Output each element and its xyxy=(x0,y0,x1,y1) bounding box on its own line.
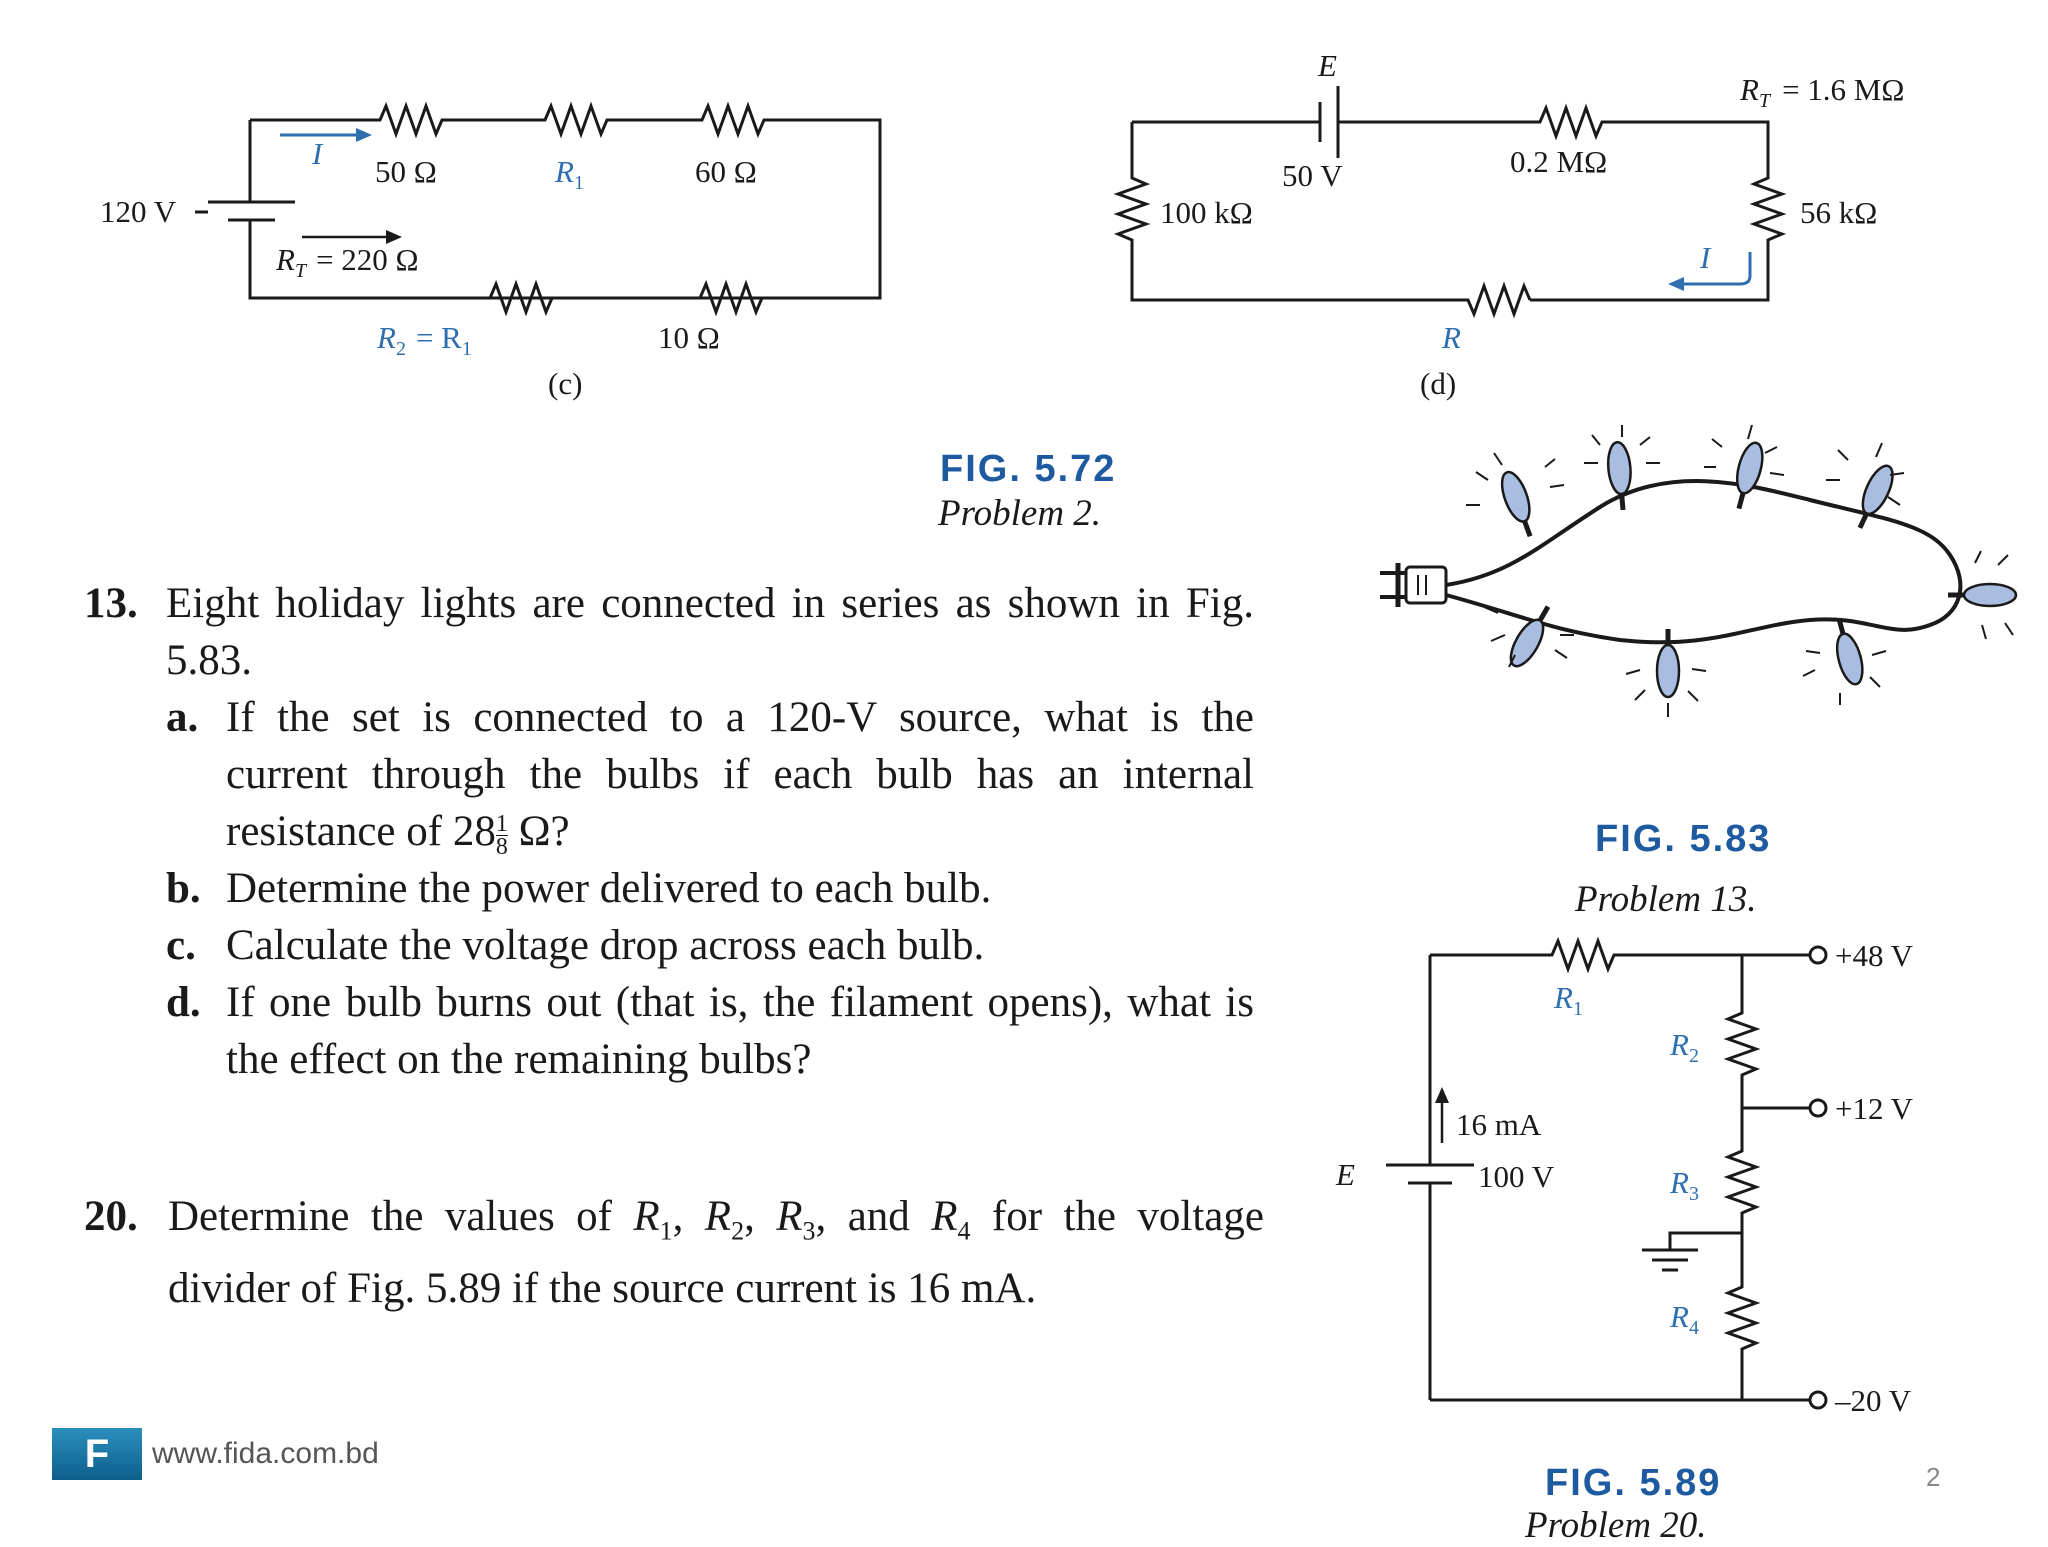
vd-r4-label: R4 xyxy=(1669,1299,1699,1339)
circuit-d-r56k: 56 kΩ xyxy=(1800,195,1877,230)
holiday-lights-figure xyxy=(1380,425,2018,717)
vd-v48: +48 V xyxy=(1835,938,1914,973)
fida-logo: F xyxy=(52,1428,142,1480)
voltage-divider-circuit: R1 R2 R3 R4 +48 V +12 V –20 V 16 mA E 10… xyxy=(1335,936,1914,1418)
circuit-c-current-label: I xyxy=(311,136,324,171)
bulb-icon xyxy=(1735,441,1764,510)
light-rays xyxy=(1466,425,2014,717)
vd-source-val: 100 V xyxy=(1478,1159,1555,1194)
circuit-d-current-label: I xyxy=(1699,240,1712,275)
circuit-d-battery xyxy=(1318,86,1340,158)
circuit-c-top-wire xyxy=(250,101,882,300)
fig-583-subtitle: Problem 13. xyxy=(1575,879,1757,920)
circuit-c-r60: 60 Ω xyxy=(695,154,757,189)
circuit-d-source-val: 50 V xyxy=(1282,158,1343,193)
problem-20: 20. Determine the values of R1, R2, R3, … xyxy=(84,1188,1264,1317)
problem-20-text: Determine the values of R1, R2, R3, and … xyxy=(168,1193,1264,1312)
circuit-c-current-arrow xyxy=(280,128,372,142)
circuit-d-rt-label: RT= 1.6 MΩ xyxy=(1739,72,1904,112)
circuit-c-rt-arrow xyxy=(302,230,402,244)
vd-current-arrow xyxy=(1435,1087,1449,1143)
problem-13-part-c: c. Calculate the voltage drop across eac… xyxy=(166,922,985,969)
fig-589-title: FIG. 5.89 xyxy=(1545,1462,1722,1504)
vd-e-label: E xyxy=(1335,1157,1355,1192)
circuit-d-e-label: E xyxy=(1317,48,1337,83)
vd-vneg20: –20 V xyxy=(1834,1383,1912,1418)
vd-top-wire xyxy=(1430,936,1810,974)
bulb-icon xyxy=(1606,440,1632,511)
fig-589-subtitle: Problem 20. xyxy=(1525,1505,1707,1546)
vd-r2-label: R2 xyxy=(1669,1027,1699,1067)
circuit-c-r1: R1 xyxy=(554,154,584,194)
circuit-c-r2-label: R2= R1 xyxy=(376,320,472,360)
bulb-icon xyxy=(1948,582,2018,608)
circuit-d-top-wire xyxy=(1132,103,1787,302)
circuit-c-caption: (c) xyxy=(548,366,582,401)
circuit-d-current-arrow xyxy=(1668,252,1752,291)
bulb-icon xyxy=(1655,629,1681,699)
footer-url[interactable]: www.fida.com.bd xyxy=(152,1437,379,1470)
problem-13-intro: Eight holiday lights are connected in se… xyxy=(166,580,1254,684)
plug-icon xyxy=(1380,563,1448,607)
problem-13-part-b: b. Determine the power delivered to each… xyxy=(166,865,992,912)
vd-r3-label: R3 xyxy=(1669,1165,1699,1205)
problem-13: 13. Eight holiday lights are connected i… xyxy=(84,575,1254,1088)
bulb-icon xyxy=(1835,617,1864,686)
circuit-d: E 50 V 0.2 MΩ RT= 1.6 MΩ 100 kΩ 56 kΩ I … xyxy=(1113,48,1904,401)
circuit-c-rt-label: RT= 220 Ω xyxy=(275,242,419,282)
bulbs xyxy=(1500,440,2018,699)
fig-572-subtitle: Problem 2. xyxy=(938,493,1102,534)
circuit-c-r50: 50 Ω xyxy=(375,154,437,189)
problem-20-number: 20. xyxy=(84,1193,138,1240)
fig-572-title: FIG. 5.72 xyxy=(940,448,1117,490)
page-number: 2 xyxy=(1926,1462,1941,1492)
circuit-d-r-label: R xyxy=(1441,320,1461,355)
bulb-icon xyxy=(1857,464,1894,529)
circuit-c-r10: 10 Ω xyxy=(658,320,720,355)
ground-icon xyxy=(1642,1231,1742,1272)
problem-13-number: 13. xyxy=(84,580,138,627)
vd-r1-label: R1 xyxy=(1553,980,1583,1020)
circuit-d-caption: (d) xyxy=(1420,366,1456,401)
problem-13-part-a: a. If the set is connected to a 120-V so… xyxy=(166,694,1254,860)
circuit-c-battery xyxy=(208,200,295,222)
bulb-icon xyxy=(1509,605,1551,668)
circuit-c-source-label: 120 V xyxy=(100,194,177,229)
vd-v12: +12 V xyxy=(1835,1091,1914,1126)
footer: F www.fida.com.bd xyxy=(52,1428,379,1480)
circuit-d-bottom-wire xyxy=(1113,122,1532,319)
vd-right-rail xyxy=(1723,955,1761,1400)
circuit-c-bottom-wire xyxy=(248,220,765,317)
light-string-cord xyxy=(1445,479,1963,645)
problem-13-part-d: d. If one bulb burns out (that is, the f… xyxy=(166,979,1254,1083)
fig-583-title: FIG. 5.83 xyxy=(1595,818,1772,860)
vd-battery xyxy=(1386,1163,1474,1185)
vd-current-label: 16 mA xyxy=(1456,1107,1542,1142)
bulb-icon xyxy=(1500,470,1533,538)
circuit-d-r02: 0.2 MΩ xyxy=(1510,144,1607,179)
circuit-d-r100k: 100 kΩ xyxy=(1160,195,1253,230)
circuit-c: 120 V I 50 Ω R1 60 Ω RT= 220 Ω R2= R1 10… xyxy=(100,101,882,401)
